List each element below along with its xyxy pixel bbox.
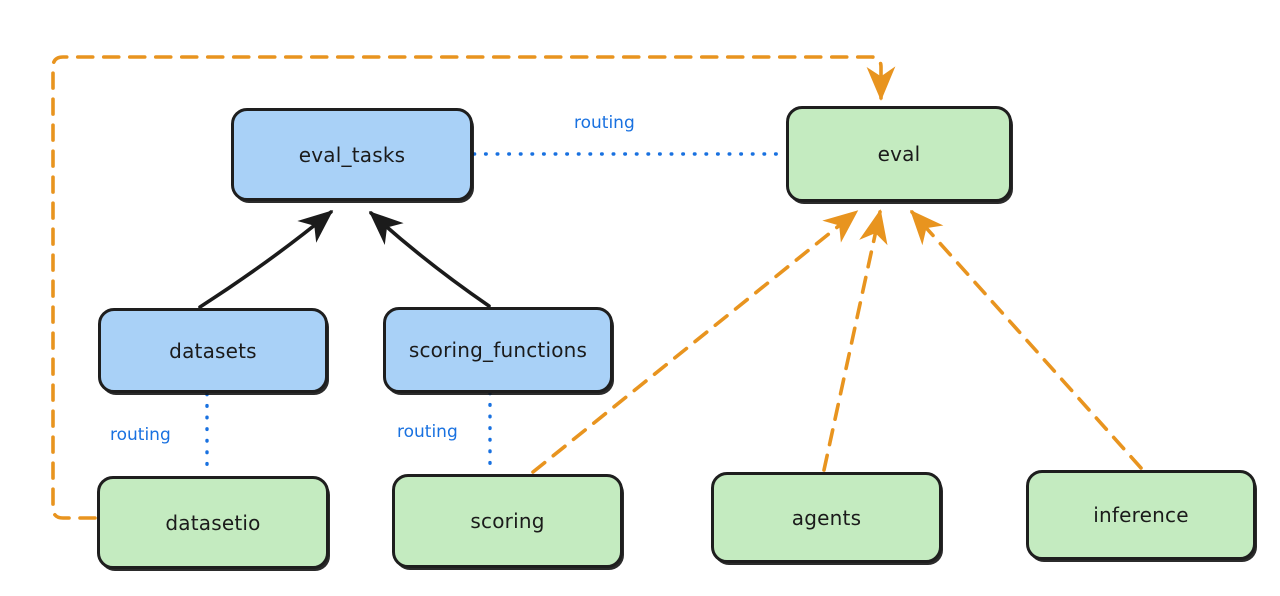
node-label: eval_tasks <box>298 142 406 167</box>
edge-datasets-eval_tasks <box>198 210 334 309</box>
node-agents[interactable]: agents <box>711 472 942 563</box>
node-label: scoring_functions <box>408 338 588 362</box>
node-label: inference <box>1093 503 1189 527</box>
node-eval[interactable]: eval <box>786 106 1012 202</box>
node-inference[interactable]: inference <box>1026 470 1256 560</box>
node-eval-tasks[interactable]: eval_tasks <box>231 108 473 201</box>
node-label: scoring <box>470 509 545 533</box>
node-datasetio[interactable]: datasetio <box>97 476 329 569</box>
edge-label-routing-scoring: routing <box>397 422 458 442</box>
node-datasets[interactable]: datasets <box>98 308 328 393</box>
node-scoring[interactable]: scoring <box>392 474 623 568</box>
edge-agents-eval <box>822 209 888 472</box>
node-label: datasets <box>169 338 257 363</box>
edge-datasetio-eval <box>51 55 896 520</box>
node-label: datasetio <box>165 510 261 535</box>
edge-inference-eval <box>910 209 1143 470</box>
edge-scoring_functions-eval_tasks <box>368 211 491 308</box>
node-label: agents <box>791 505 862 530</box>
edge-scoring-eval <box>531 210 859 474</box>
node-label: eval <box>877 142 921 166</box>
edge-label-routing-datasetio: routing <box>110 425 171 445</box>
edge-label-routing-eval: routing <box>574 113 635 133</box>
node-scoring-functions[interactable]: scoring_functions <box>383 307 613 393</box>
